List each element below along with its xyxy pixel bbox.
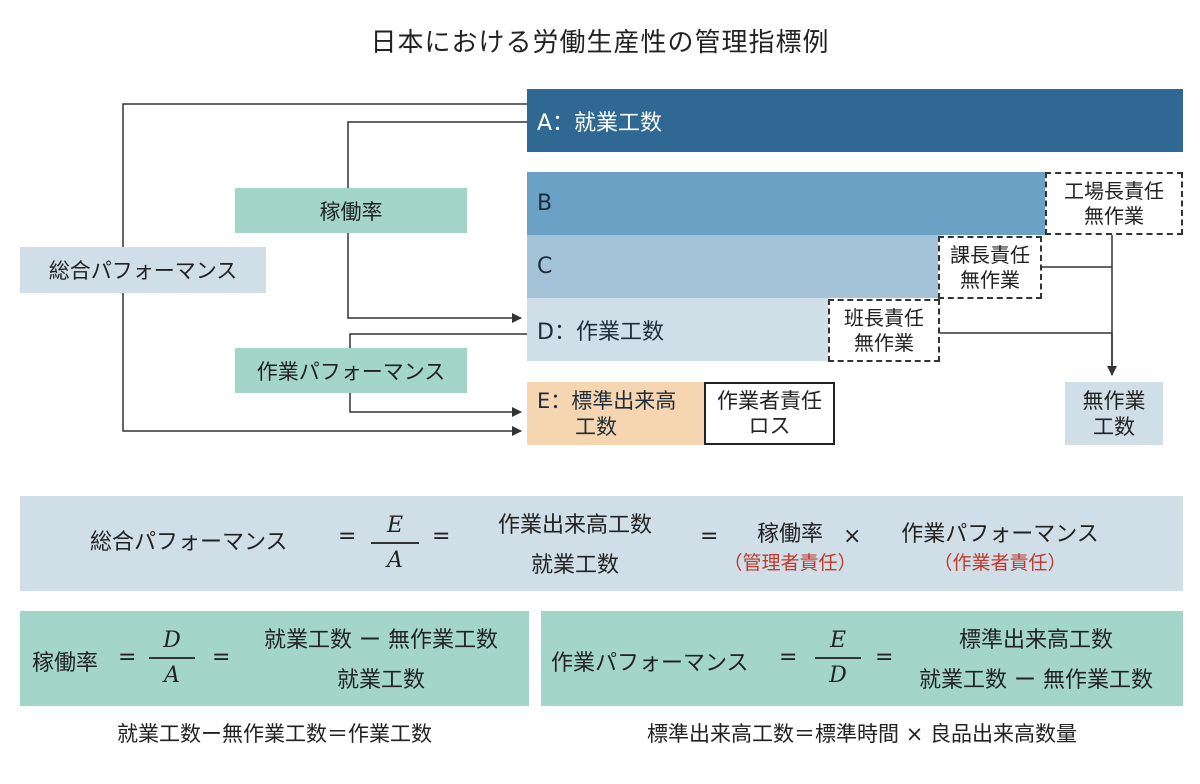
formula-main-eq3: = bbox=[700, 524, 719, 549]
formula-main-den-text: 就業工数 bbox=[530, 553, 619, 578]
formula-right-lhs: 作業パフォーマンス bbox=[551, 651, 749, 676]
nowork-hours-line2: 工数 bbox=[1093, 414, 1135, 439]
formula-main-eq1: = bbox=[338, 524, 357, 549]
factory-nowork-line2: 無作業 bbox=[1084, 203, 1144, 228]
formula-left-letter-fraction: D A bbox=[147, 625, 197, 691]
team-nowork-line2: 無作業 bbox=[854, 330, 914, 355]
total-performance-formula-panel: 総合パフォーマンス = E A = 作業出来高工数 就業工数 = 稼働率 （管理… bbox=[20, 496, 1183, 591]
factory-nowork-line1: 工場長責任 bbox=[1064, 178, 1164, 203]
operating-rate-label: 稼働率 bbox=[235, 188, 467, 233]
footnote-right: 標準出来高工数＝標準時間 × 良品出来高数量 bbox=[647, 722, 1077, 746]
formula-right-text-fraction: 標準出来高工数 就業工数 ー 無作業工数 bbox=[903, 623, 1169, 693]
bar-c-label: C bbox=[537, 254, 553, 279]
formula-right-num-text: 標準出来高工数 bbox=[958, 628, 1113, 653]
formula-right-den-letter: D bbox=[829, 662, 847, 688]
bar-b: B bbox=[527, 172, 1045, 235]
formula-main-term2-text: 作業パフォーマンス bbox=[901, 522, 1099, 547]
formula-main-letter-bar bbox=[371, 542, 419, 544]
bar-d-label: D：作業工数 bbox=[537, 319, 664, 345]
factory-manager-nowork-box: 工場長責任 無作業 bbox=[1045, 172, 1183, 235]
formula-main-times: × bbox=[843, 524, 862, 549]
formula-right-eq2: = bbox=[875, 645, 894, 670]
work-performance-text: 作業パフォーマンス bbox=[256, 359, 446, 384]
section-manager-nowork-box: 課長責任 無作業 bbox=[938, 236, 1042, 299]
work-performance-label: 作業パフォーマンス bbox=[235, 348, 467, 393]
total-performance-text: 総合パフォーマンス bbox=[48, 259, 238, 283]
formula-left-letter-bar bbox=[149, 657, 195, 659]
bar-e-label-line2: 工数 bbox=[575, 414, 617, 439]
diagram-title: 日本における労働生産性の管理指標例 bbox=[370, 28, 830, 58]
worker-loss-box: 作業者責任 ロス bbox=[704, 382, 835, 445]
team-leader-nowork-box: 班長責任 無作業 bbox=[828, 299, 940, 362]
operating-rate-formula-panel: 稼働率 = D A = 就業工数 ー 無作業工数 就業工数 bbox=[20, 611, 529, 706]
formula-main-lhs: 総合パフォーマンス bbox=[90, 530, 288, 555]
formula-right-eq1: = bbox=[779, 645, 798, 670]
formula-right-den-text: 就業工数 ー 無作業工数 bbox=[919, 668, 1153, 693]
formula-main-num-text: 作業出来高工数 bbox=[497, 513, 652, 538]
bar-d-work-hours: D：作業工数 bbox=[527, 298, 829, 361]
formula-left-den-text: 就業工数 bbox=[336, 668, 425, 693]
formula-main-eq2: = bbox=[432, 524, 451, 549]
formula-main-letter-fraction: E A bbox=[370, 510, 420, 576]
operating-rate-text: 稼働率 bbox=[319, 199, 383, 224]
formula-main-den-letter: A bbox=[387, 547, 403, 573]
formula-main-text-fraction: 作業出来高工数 就業工数 bbox=[475, 508, 675, 578]
section-nowork-line1: 課長責任 bbox=[950, 242, 1030, 267]
footnote-left: 就業工数ー無作業工数＝作業工数 bbox=[117, 722, 432, 746]
formula-main-num-letter: E bbox=[386, 513, 404, 539]
formula-right-letter-fraction: E D bbox=[813, 625, 863, 691]
formula-main-term1-text: 稼働率 bbox=[756, 522, 823, 547]
work-performance-formula-panel: 作業パフォーマンス = E D = 標準出来高工数 就業工数 ー 無作業工数 bbox=[541, 611, 1183, 706]
formula-left-num-letter: D bbox=[163, 628, 181, 654]
formula-left-eq1: = bbox=[118, 645, 137, 670]
bar-b-label: B bbox=[537, 191, 553, 216]
bar-e-label-line1: E：標準出来高 bbox=[537, 388, 677, 413]
formula-left-text-fraction: 就業工数 ー 無作業工数 就業工数 bbox=[248, 623, 514, 693]
team-nowork-line1: 班長責任 bbox=[844, 305, 924, 330]
bar-a-working-hours: A：就業工数 bbox=[527, 89, 1183, 152]
bar-a-label: A：就業工数 bbox=[537, 110, 663, 136]
total-performance-label: 総合パフォーマンス bbox=[20, 247, 266, 293]
formula-left-num-text: 就業工数 ー 無作業工数 bbox=[264, 628, 498, 653]
bar-e-standard-hours: E：標準出来高 工数 bbox=[527, 382, 705, 445]
nowork-hours-line1: 無作業 bbox=[1082, 388, 1146, 413]
formula-main-term1-note: （管理者責任） bbox=[723, 552, 857, 574]
worker-loss-line2: ロス bbox=[748, 413, 791, 438]
formula-left-lhs: 稼働率 bbox=[32, 651, 99, 676]
formula-left-den-letter: A bbox=[164, 662, 180, 688]
section-nowork-line2: 無作業 bbox=[960, 267, 1020, 292]
formula-right-letter-bar bbox=[815, 657, 861, 659]
worker-loss-line1: 作業者責任 bbox=[717, 388, 822, 413]
formula-main-term1: 稼働率 （管理者責任） bbox=[700, 516, 880, 582]
formula-left-eq2: = bbox=[212, 645, 231, 670]
formula-right-num-letter: E bbox=[829, 628, 847, 654]
nowork-hours-box: 無作業 工数 bbox=[1065, 382, 1163, 445]
formula-main-term2-note: （作業者責任） bbox=[933, 552, 1067, 574]
formula-main-term2: 作業パフォーマンス （作業者責任） bbox=[880, 516, 1120, 582]
bar-c: C bbox=[527, 235, 940, 298]
